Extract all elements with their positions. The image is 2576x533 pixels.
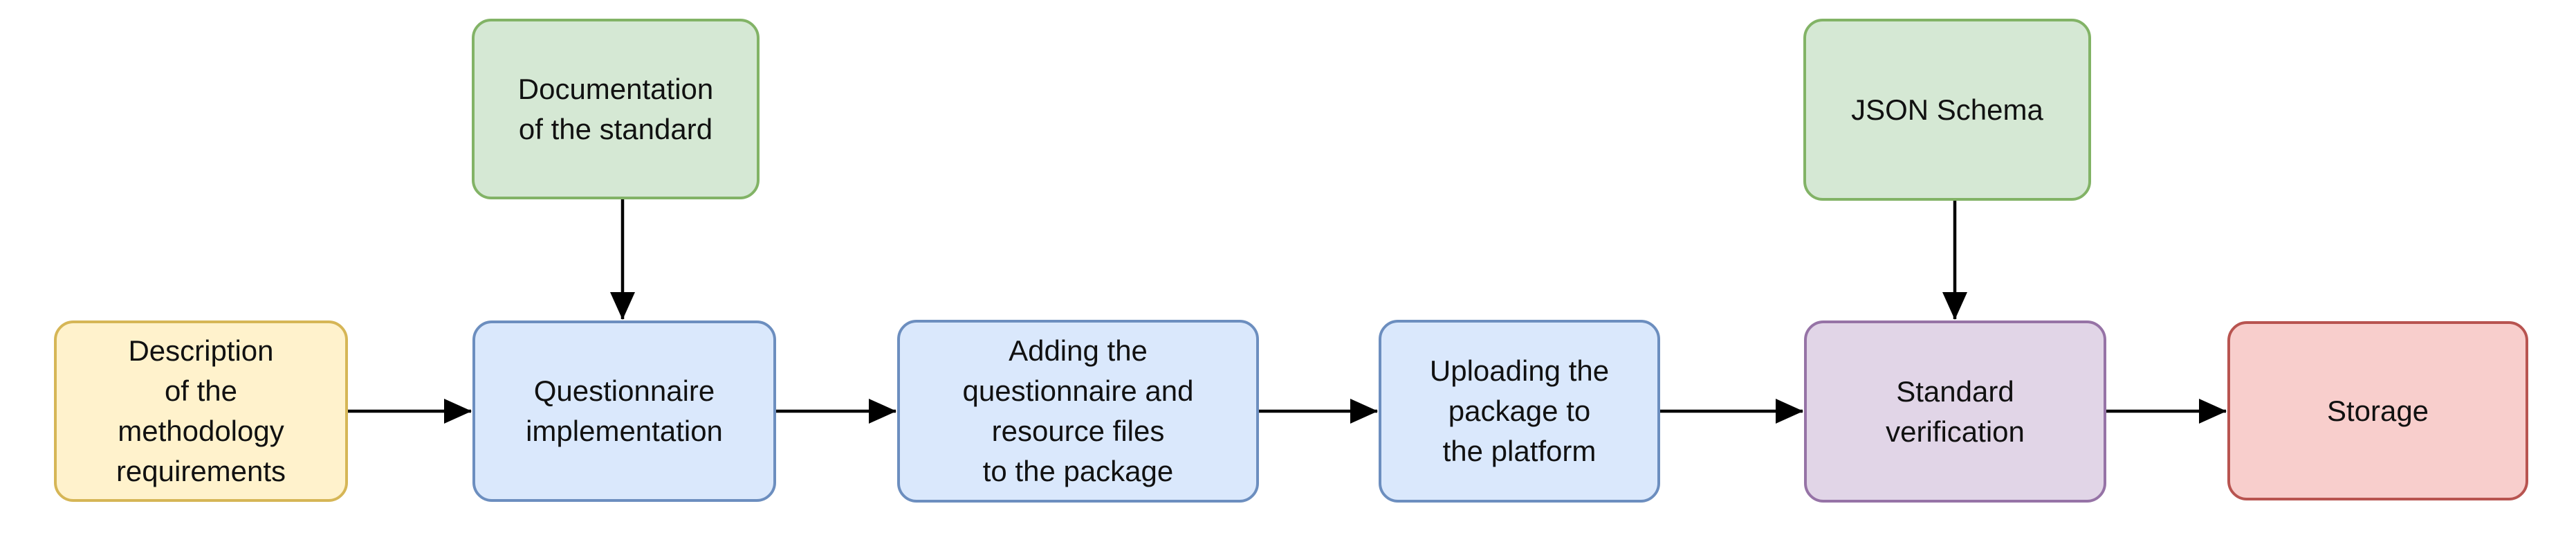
node-uploading-package-to-platform[interactable]: Uploading the package to the platform	[1379, 320, 1660, 503]
node-label: Description of the methodology requireme…	[116, 334, 286, 487]
node-standard-verification[interactable]: Standard verification	[1804, 320, 2106, 503]
node-storage[interactable]: Storage	[2227, 321, 2528, 500]
node-adding-questionnaire-and-resource-files[interactable]: Adding the questionnaire and resource fi…	[897, 320, 1259, 503]
node-questionnaire-implementation[interactable]: Questionnaire implementation	[472, 320, 776, 502]
node-description-of-methodology-requirements[interactable]: Description of the methodology requireme…	[54, 320, 348, 502]
node-label: Adding the questionnaire and resource fi…	[962, 334, 1194, 487]
node-label: Storage	[2326, 394, 2429, 427]
node-label: Standard verification	[1886, 374, 2025, 448]
node-label: JSON Schema	[1851, 93, 2043, 126]
node-documentation-of-the-standard[interactable]: Documentation of the standard	[472, 19, 760, 199]
node-json-schema[interactable]: JSON Schema	[1803, 19, 2091, 201]
node-label: Questionnaire implementation	[526, 374, 723, 447]
node-label: Uploading the package to the platform	[1429, 354, 1610, 467]
node-label: Documentation of the standard	[517, 72, 714, 145]
